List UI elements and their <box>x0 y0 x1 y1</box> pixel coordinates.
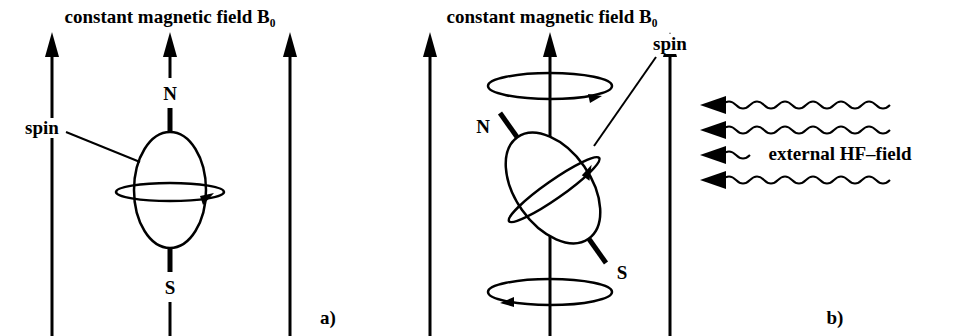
field-lines-a <box>52 50 290 336</box>
field-arrowheads-a <box>45 32 297 57</box>
field-title: constant magnetic field B₀ <box>63 7 278 27</box>
field-arrowheads-b <box>423 32 677 57</box>
field-lines-b <box>430 50 670 336</box>
pole-label: S <box>163 278 178 298</box>
panel-letter: b) <box>825 308 846 328</box>
spin-label: spin <box>651 34 689 54</box>
spin-label: spin <box>23 118 61 138</box>
spin-b <box>472 57 656 307</box>
panel-letter: a) <box>318 308 338 328</box>
hf-field-label: external HF–field <box>767 144 914 164</box>
pole-label: N <box>474 117 492 137</box>
field-title: constant magnetic field B₀ <box>445 7 660 27</box>
spin-a <box>66 108 224 272</box>
hf-waves <box>700 96 890 189</box>
pole-label: N <box>161 84 179 104</box>
pole-label: S <box>615 263 630 283</box>
